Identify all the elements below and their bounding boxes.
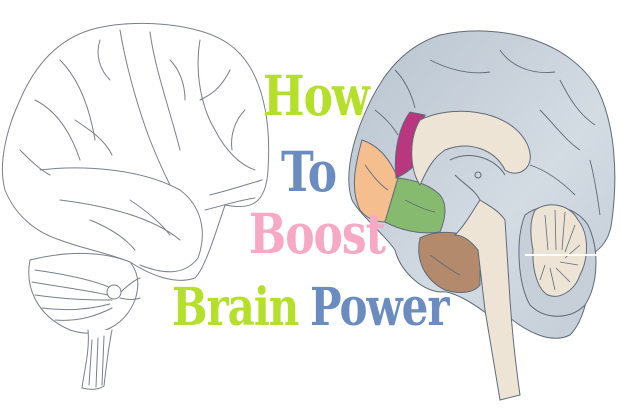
title-word-to: To	[281, 141, 337, 205]
title-word-how: How	[263, 65, 370, 129]
title-word-brain: Brain	[172, 276, 299, 338]
title-word-boost: Boost	[249, 203, 386, 267]
title-word-power: Power	[310, 276, 449, 338]
